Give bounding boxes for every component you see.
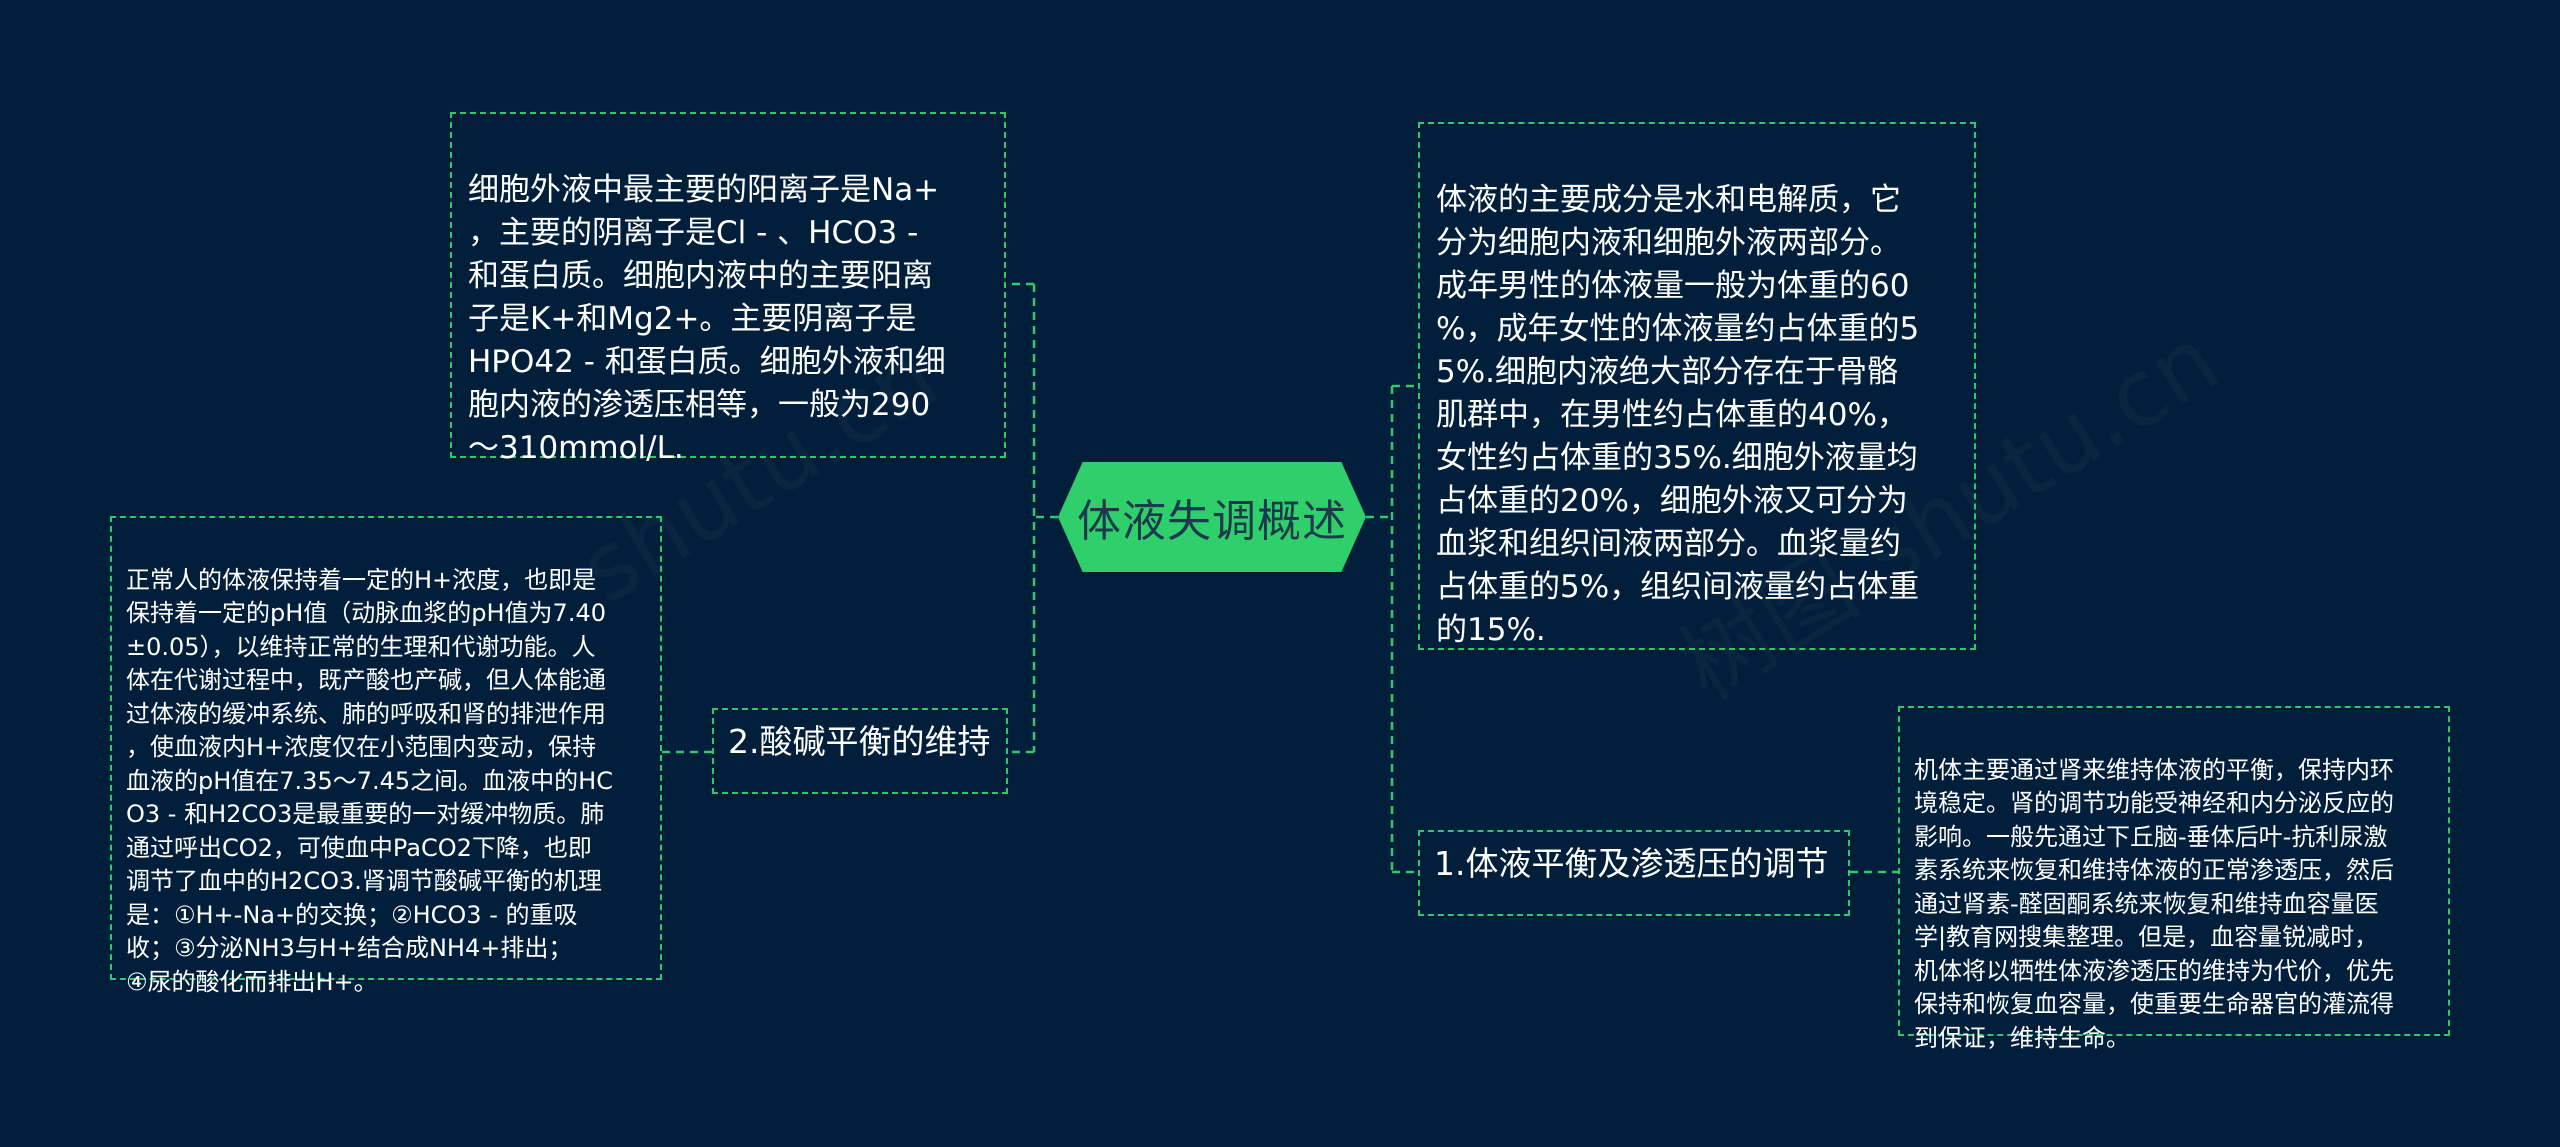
node-cations[interactable]: 细胞外液中最主要的阳离子是Na+ ，主要的阴离子是Cl - 、HCO3 - 和蛋…: [450, 112, 1006, 466]
central-topic-title: 体液失调概述: [1077, 496, 1347, 547]
node-composition[interactable]: 体液的主要成分是水和电解质，它 分为细胞内液和细胞外液两部分。 成年男性的体液量…: [1418, 122, 1976, 650]
node-osmotic-detail[interactable]: 机体主要通过肾来维持体液的平衡，保持内环 境稳定。肾的调节功能受神经和内分泌反应…: [1898, 706, 2450, 1052]
node-composition-text: 体液的主要成分是水和电解质，它 分为细胞内液和细胞外液两部分。 成年男性的体液量…: [1436, 182, 1920, 648]
node-osmotic-label: 1.体液平衡及渗透压的调节: [1434, 844, 1829, 883]
node-acid-base-detail[interactable]: 正常人的体液保持着一定的H+浓度，也即是 保持着一定的pH值（动脉血浆的pH值为…: [110, 516, 662, 996]
node-osmotic[interactable]: 1.体液平衡及渗透压的调节: [1418, 830, 1850, 916]
node-acid-base[interactable]: 2.酸碱平衡的维持: [712, 708, 1008, 794]
central-topic[interactable]: 体液失调概述: [1058, 462, 1366, 572]
node-acid-base-detail-text: 正常人的体液保持着一定的H+浓度，也即是 保持着一定的pH值（动脉血浆的pH值为…: [126, 565, 613, 996]
node-cations-text: 细胞外液中最主要的阳离子是Na+ ，主要的阴离子是Cl - 、HCO3 - 和蛋…: [468, 172, 946, 466]
node-acid-base-label: 2.酸碱平衡的维持: [728, 722, 991, 761]
node-osmotic-detail-text: 机体主要通过肾来维持体液的平衡，保持内环 境稳定。肾的调节功能受神经和内分泌反应…: [1914, 755, 2394, 1052]
